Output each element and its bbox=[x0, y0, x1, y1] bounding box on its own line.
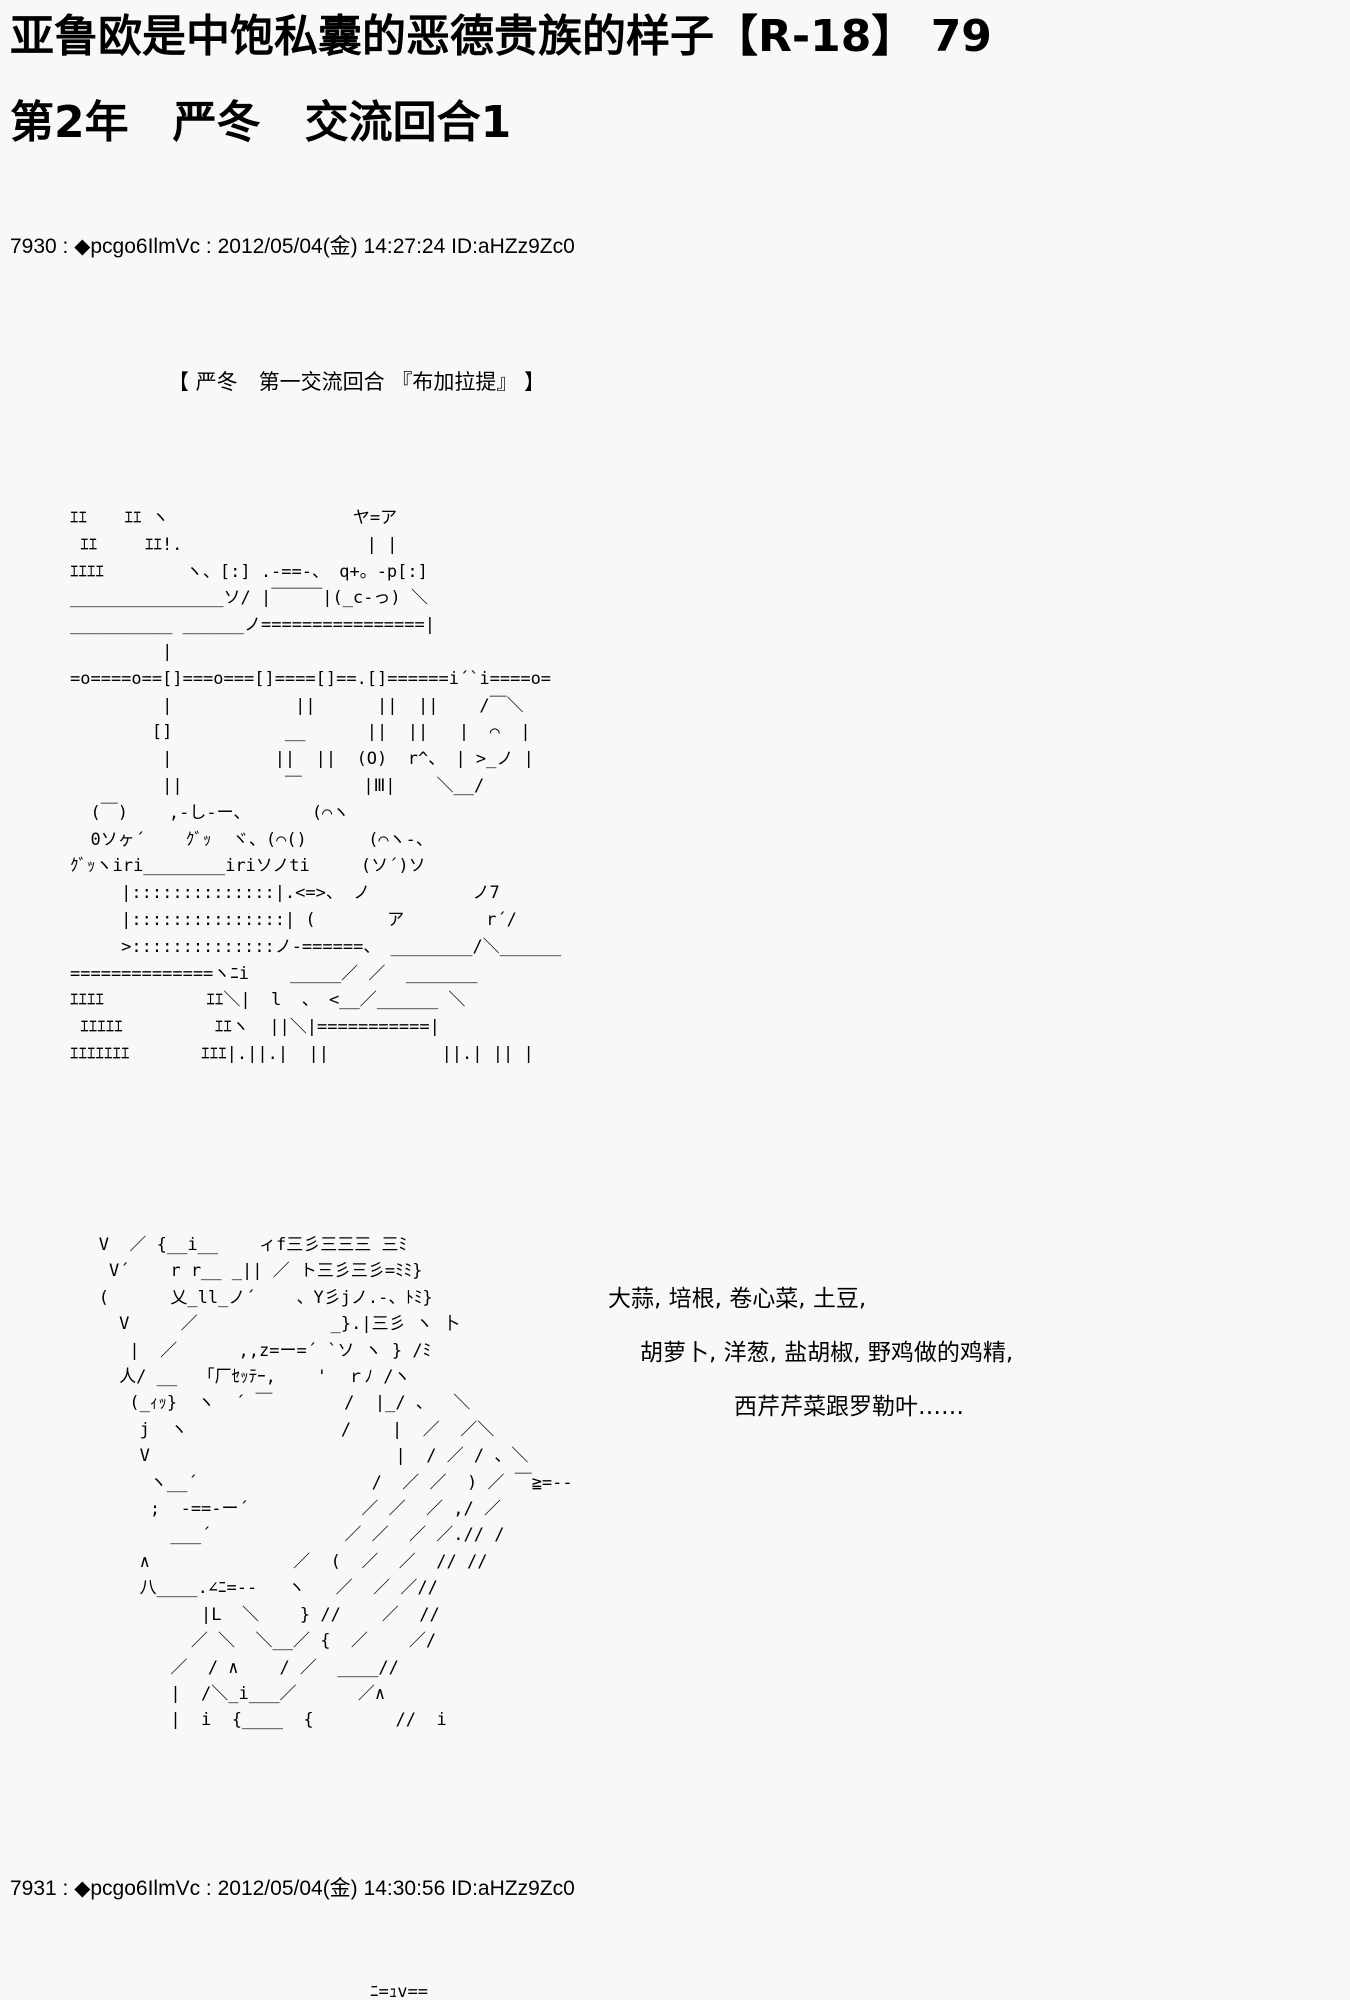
chapter-title: 第2年 严冬 交流回合1 bbox=[10, 97, 512, 148]
scene-caption: 【 严冬 第一交流回合 『布加拉提』 】 bbox=[168, 370, 546, 394]
post-header: 7931 : ◆pcgo6IlmVc : 2012/05/04(金) 14:30… bbox=[10, 1877, 575, 1900]
narration-line: 大蒜, 培根, 卷心菜, 土豆, bbox=[608, 1286, 867, 1312]
character-ascii-art: V ／ {__i__ ィf三彡三三三 三ﾐ V´ r r__ _|| ／ ト三彡… bbox=[98, 1235, 573, 1731]
page-title: 亚鲁欧是中饱私囊的恶德贵族的样子【R-18】 79 bbox=[10, 11, 992, 62]
narration-line: 西芹芹菜跟罗勒叶…… bbox=[734, 1394, 964, 1420]
next-ascii-art-fragment: ﾆ=ｭv== bbox=[370, 1982, 428, 2000]
post-header: 7930 : ◆pcgo6IlmVc : 2012/05/04(金) 14:27… bbox=[10, 235, 575, 258]
narration-line: 胡萝卜, 洋葱, 盐胡椒, 野鸡做的鸡精, bbox=[640, 1340, 1014, 1366]
kitchen-ascii-art: ｴｴ ｴｴ ヽ ヤ=ア ｴｴ ｴｴ!. | | ｴｴｴｴ ヽ、[:] .-==-… bbox=[70, 508, 562, 1064]
